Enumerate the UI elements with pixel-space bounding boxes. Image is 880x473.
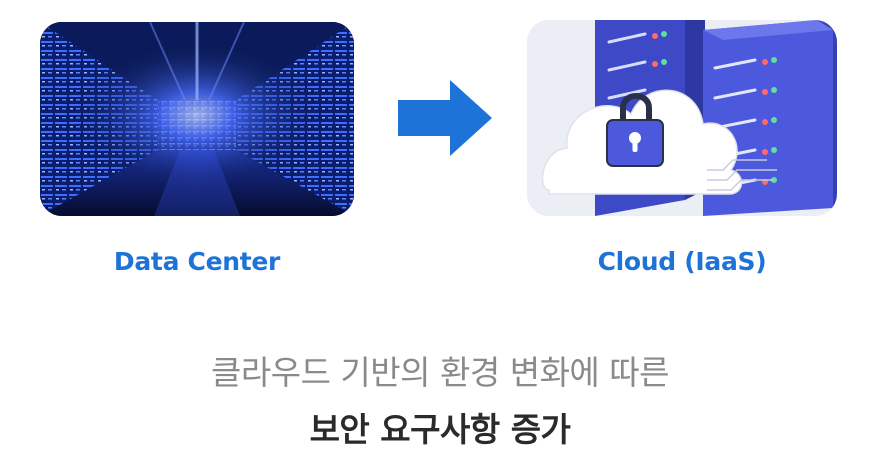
cloud-image xyxy=(527,20,837,216)
caption-line-1: 클라우드 기반의 환경 변화에 따른 xyxy=(211,353,670,392)
cloud-lock-server-icon xyxy=(527,20,837,216)
right-arrow-icon xyxy=(398,80,492,156)
cloud-iaas-label: Cloud (IaaS) xyxy=(597,247,767,276)
caption-line-2: 보안 요구사항 증가 xyxy=(309,410,571,449)
data-center-image xyxy=(40,22,354,216)
data-center-label: Data Center xyxy=(113,247,281,276)
server-corridor-icon xyxy=(40,22,354,216)
lock-icon xyxy=(606,93,664,167)
